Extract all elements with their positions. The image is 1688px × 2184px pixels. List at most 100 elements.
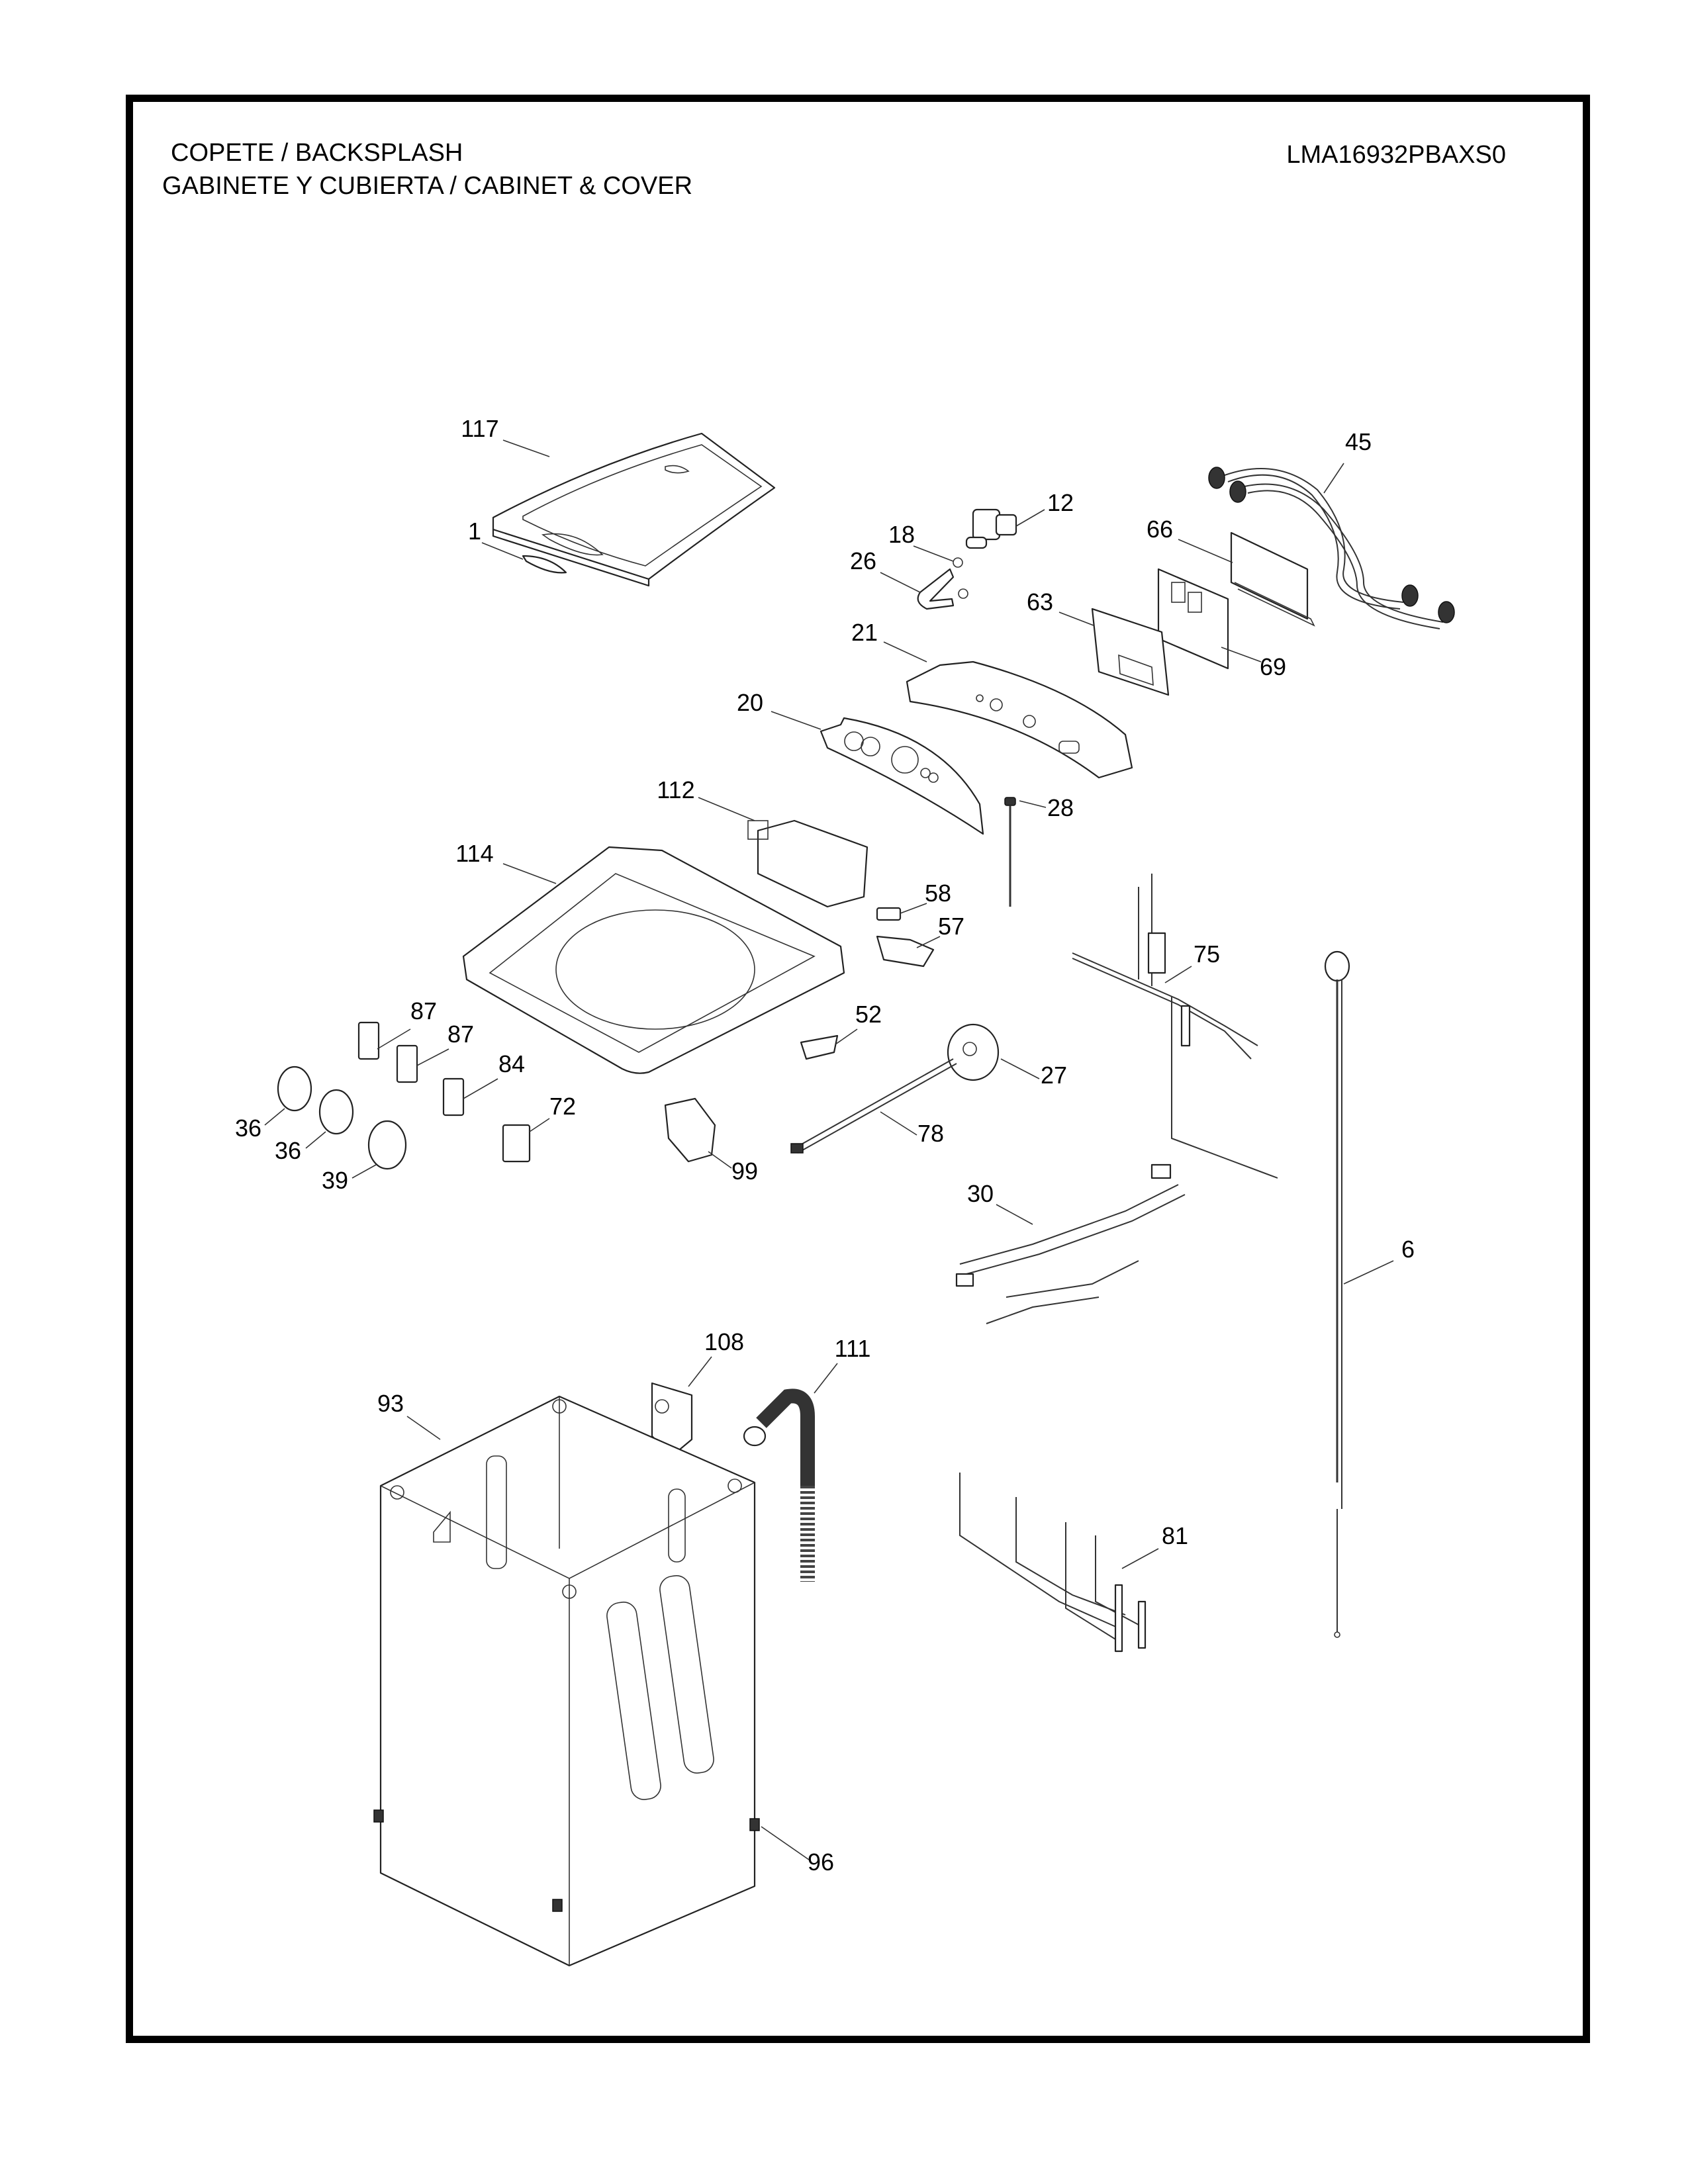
callout-terminal-block: 99 [708,1151,758,1185]
leader-line [416,1048,449,1066]
part-wire-harness-middle [955,1163,1186,1324]
part-terminal-block [664,1097,716,1163]
part-valve-hose [917,568,955,610]
callout-number: 87 [410,997,437,1024]
callout-water-valve: 12 [1015,489,1074,527]
callout-number: 45 [1345,428,1372,455]
callout-number: 114 [455,840,493,867]
part-lid-switch-connector [1004,797,1016,907]
callout-number: 72 [549,1093,576,1120]
callout-control-board: 69 [1221,647,1286,680]
section-title-cabinet-cover: GABINETE Y CUBIERTA / CABINET & COVER [162,172,693,200]
model-number: LMA16932PBAXS0 [1286,141,1506,169]
part-lid-badge [522,555,567,574]
callout-number: 66 [1147,516,1173,543]
callout-hose-clamp: 18 [888,521,954,562]
callout-push-button-board: 72 [529,1093,576,1132]
callout-drain-hose-bracket: 108 [688,1328,744,1387]
callout-number: 30 [967,1180,994,1207]
callout-number: 18 [888,521,915,548]
part-wire-harness-pressure [790,1058,957,1154]
callout-number: 58 [925,880,951,907]
callout-labels: 117 1 45 12 18 26 66 63 21 69 20 28 112 114 58 57 75 87 87… [235,415,1415,1876]
callout-number: 81 [1162,1522,1188,1549]
callout-number: 87 [447,1021,474,1048]
part-control-housing [1091,608,1170,696]
callout-control-bracket: 66 [1147,516,1233,563]
callout-number: 111 [835,1335,871,1362]
callout-number: 78 [917,1120,944,1147]
leader-line [406,1416,441,1440]
callout-wire-harness-upper: 75 [1164,940,1220,983]
leader-line [1000,1058,1040,1079]
part-inlet-hoses [1208,467,1455,629]
part-knob-39 [367,1120,407,1170]
part-selector-switch-87a [357,1021,380,1060]
leader-line [883,641,927,662]
callout-lid-badge: 1 [468,518,524,560]
part-knob-36a [277,1066,312,1112]
part-lid-strike [800,1034,839,1060]
callout-power-cord: 6 [1343,1236,1415,1285]
callout-drain-hose: 111 [814,1335,871,1394]
callout-control-panel-overlay: 20 [737,689,821,730]
callout-number: 12 [1047,489,1074,516]
callout-number: 28 [1047,794,1074,821]
callout-number: 99 [731,1158,758,1185]
part-selector-switch-87b [396,1044,418,1083]
callout-number: 36 [235,1115,261,1142]
part-knob-36b [318,1089,354,1135]
part-lid [492,432,776,587]
callout-number: 20 [737,689,763,716]
leader-line [1121,1548,1159,1569]
callout-number: 36 [275,1137,301,1164]
part-drain-hose-bracket [651,1382,693,1457]
callout-number: 21 [851,619,878,646]
callout-number: 96 [808,1848,834,1876]
callout-control-housing: 63 [1027,588,1094,626]
callout-lid-switch-connector: 28 [1019,794,1074,821]
callout-wire-harness-middle: 30 [967,1180,1033,1225]
part-control-board [1157,568,1229,670]
part-hose-clamp [953,557,968,599]
callout-number: 93 [377,1390,404,1417]
callout-number: 117 [461,415,498,442]
callout-knob: 36 [275,1131,326,1164]
leader-line [814,1363,838,1394]
leader-line [377,1028,411,1050]
callout-switch-holder: 57 [916,913,964,948]
callout-number: 26 [850,547,876,574]
leader-line [502,439,550,457]
callout-dispenser-assembly: 112 [657,776,755,821]
part-pressure-switch [947,1023,1000,1081]
callout-number: 27 [1041,1062,1067,1089]
callout-inlet-hoses: 45 [1323,428,1372,494]
callout-number: 112 [657,776,694,803]
callout-knob: 36 [235,1108,285,1142]
callout-top-cover: 114 [455,840,557,884]
callout-number: 69 [1260,653,1286,680]
leader-line [529,1118,550,1132]
part-water-valve [965,508,1017,549]
callout-number: 57 [938,913,964,940]
part-wire-harness-lower [959,1473,1147,1653]
callout-number: 84 [498,1050,525,1077]
leader-line [264,1108,285,1126]
drawing-frame [126,95,1590,2043]
leader-line [1164,966,1192,983]
leader-line [1343,1260,1394,1285]
leader-line [481,542,524,560]
callout-leveling-leg: 96 [761,1826,834,1876]
leader-line [880,1111,917,1136]
part-dispenser-assembly [747,819,868,908]
leader-line [771,711,821,730]
callout-number: 63 [1027,588,1053,615]
leader-line [1015,509,1045,527]
leader-line [1058,612,1094,626]
leader-line [463,1078,498,1099]
leader-line [352,1164,377,1179]
callout-number: 6 [1401,1236,1415,1263]
callout-number: 108 [704,1328,744,1355]
part-control-panel-overlay [820,717,984,835]
